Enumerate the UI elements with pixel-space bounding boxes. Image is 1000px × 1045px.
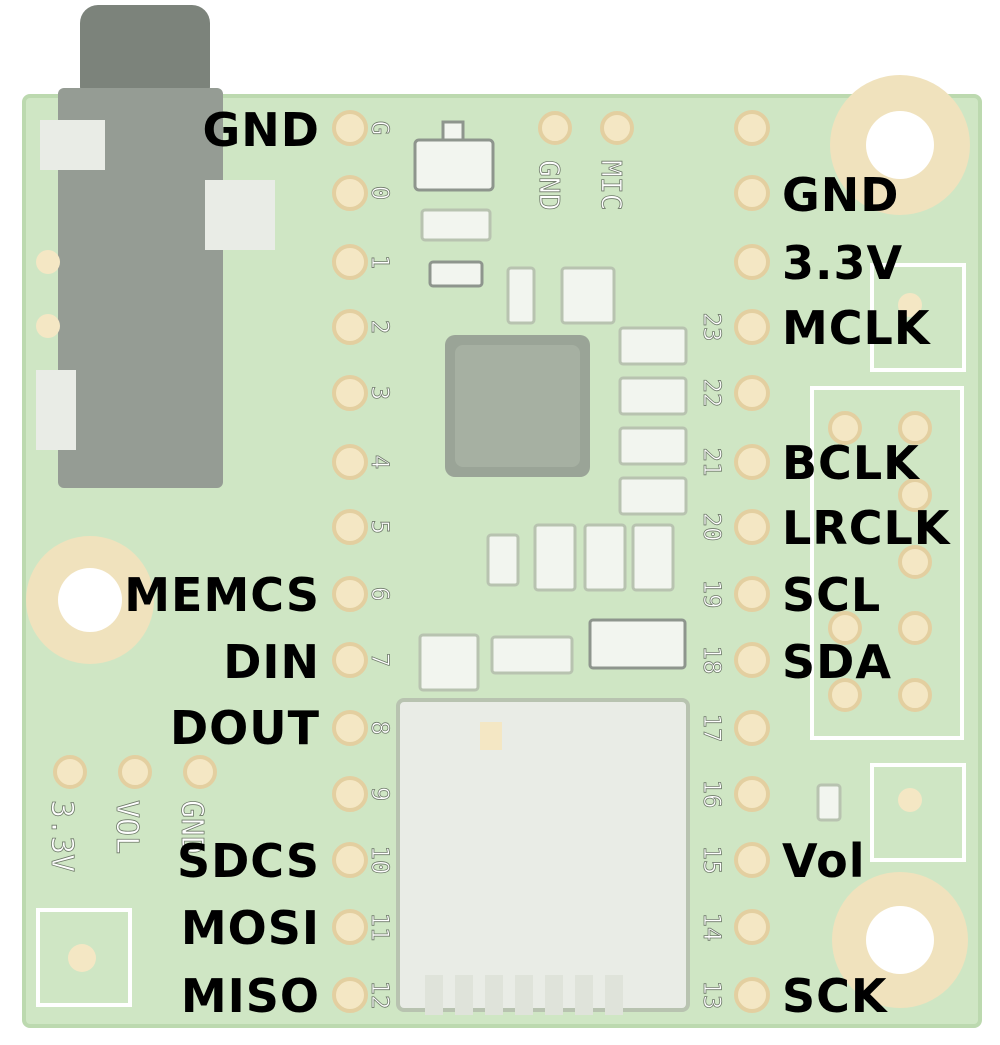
label-dout: DOUT	[169, 701, 320, 755]
right-silk-numbers: 23 22 21 20 19 18 17 16 15 14 13	[698, 312, 727, 1010]
label-memcs: MEMCS	[124, 568, 320, 622]
silk-num-G: G	[366, 121, 394, 135]
silk-num-14: 14	[698, 913, 726, 942]
bottom-left-silk: 3.3V VOL GND	[44, 800, 210, 873]
label-mosi: MOSI	[180, 901, 320, 955]
label-bclk: BCLK	[782, 436, 920, 490]
sd-card-slot	[396, 698, 690, 1015]
silk-num-1: 1	[366, 255, 394, 269]
silk-3v3: 3.3V	[44, 800, 79, 872]
silk-num-20: 20	[698, 513, 726, 542]
silk-num-3: 3	[366, 386, 394, 400]
label-gnd-right: GND	[782, 168, 900, 222]
transistor	[413, 120, 495, 192]
silk-num-5: 5	[366, 520, 394, 534]
silk-num-11: 11	[366, 913, 394, 942]
left-header-pads	[332, 110, 368, 1013]
silk-num-21: 21	[698, 448, 726, 477]
silk-num-7: 7	[366, 653, 394, 667]
silk-num-9: 9	[366, 787, 394, 801]
right-header-pads	[828, 411, 932, 712]
silk-num-13: 13	[698, 981, 726, 1010]
mounting-hole-top-right	[830, 75, 970, 215]
silk-num-17: 17	[698, 714, 726, 743]
top-silk: GND MIC	[533, 160, 629, 211]
label-sdcs: SDCS	[176, 834, 320, 888]
label-sda: SDA	[782, 635, 892, 689]
mounting-hole-bottom-right	[832, 872, 968, 1008]
bottom-left-pads	[36, 755, 217, 1007]
smd-components	[418, 208, 842, 822]
label-sck: SCK	[782, 969, 888, 1023]
silk-num-19: 19	[698, 580, 726, 609]
silk-num-18: 18	[698, 646, 726, 675]
label-lrclk: LRCLK	[782, 501, 951, 555]
left-silk-numbers: G 0 1 2 3 4 5 6 7 8 9 10 11 12	[366, 120, 395, 1010]
label-mclk: MCLK	[782, 301, 931, 355]
silk-vol: VOL	[109, 800, 144, 854]
pcb-edge	[22, 94, 982, 1028]
top-pads	[538, 111, 634, 145]
silk-num-0: 0	[366, 186, 394, 200]
silk-num-22: 22	[698, 379, 726, 408]
label-din: DIN	[223, 635, 320, 689]
label-vol: Vol	[782, 834, 866, 888]
headphone-jack	[36, 5, 275, 488]
silk-num-4: 4	[366, 455, 394, 469]
codec-chip	[445, 335, 590, 477]
silk-num-8: 8	[366, 721, 394, 735]
label-scl: SCL	[782, 568, 882, 622]
silk-gnd: GND	[533, 160, 566, 211]
silk-num-10: 10	[366, 846, 394, 875]
silk-mic: MIC	[595, 160, 628, 211]
silk-num-16: 16	[698, 780, 726, 809]
silk-num-12: 12	[366, 981, 394, 1010]
label-miso: MISO	[180, 969, 320, 1023]
mounting-hole-left	[26, 536, 154, 664]
right-pin-pads	[734, 110, 770, 1013]
label-3v3: 3.3V	[782, 236, 904, 290]
silk-num-15: 15	[698, 846, 726, 875]
silk-num-23: 23	[698, 313, 726, 342]
silk-num-2: 2	[366, 320, 394, 334]
silk-num-6: 6	[366, 587, 394, 601]
silk-gnd-bl: GND	[174, 800, 209, 854]
label-gnd-left: GND	[202, 103, 320, 157]
right-header-outlines	[810, 263, 966, 862]
